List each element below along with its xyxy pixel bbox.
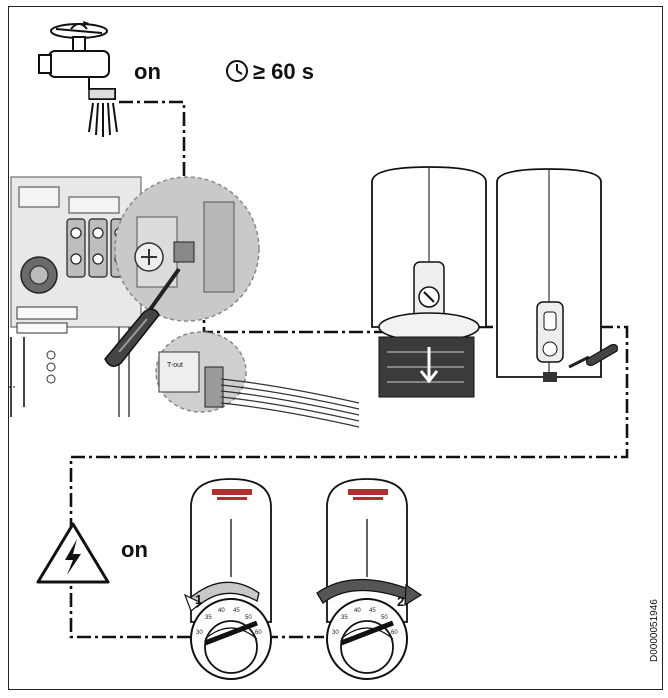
svg-text:50: 50 [245,615,252,621]
step-label-1: 1 [195,592,202,607]
svg-text:50: 50 [381,615,388,621]
screwdriver-icon [568,344,618,369]
svg-text:40: 40 [354,608,361,614]
control-panel-left: 30 35 40 45 50 60 [183,478,272,680]
tap-on-label: on [134,59,161,84]
step-label-2: 2 [397,594,404,609]
clock-icon [226,60,248,82]
svg-text:45: 45 [369,608,376,614]
high-voltage-warning-icon [36,522,110,584]
screwdriver-icon [104,267,181,367]
svg-text:35: 35 [205,615,212,621]
svg-text:60: 60 [391,630,398,636]
heater-unit-opened [371,166,487,398]
svg-text:40: 40 [218,608,225,614]
svg-text:35: 35 [341,615,348,621]
water-tap-icon [38,21,118,137]
duration-label: ≥ 60 s [253,59,314,84]
power-on-label: on [121,537,148,562]
magnified-connector-detail: T-out [155,331,247,413]
svg-text:45: 45 [233,608,240,614]
ribbon-cable [220,378,360,428]
appliance-internals [10,176,142,417]
svg-text:30: 30 [332,630,339,636]
control-panel-right: 30 35 40 45 50 60 [316,478,423,680]
svg-text:T-out: T-out [167,362,183,369]
magnified-valve-detail [114,176,260,322]
heater-unit-closed [496,168,618,382]
svg-text:30: 30 [196,630,203,636]
connector-heater-to-bottom [69,325,629,639]
diagram-frame: on ≥ 60 s [8,6,663,690]
document-id: D0000051946 [649,599,660,662]
svg-text:60: 60 [255,630,262,636]
